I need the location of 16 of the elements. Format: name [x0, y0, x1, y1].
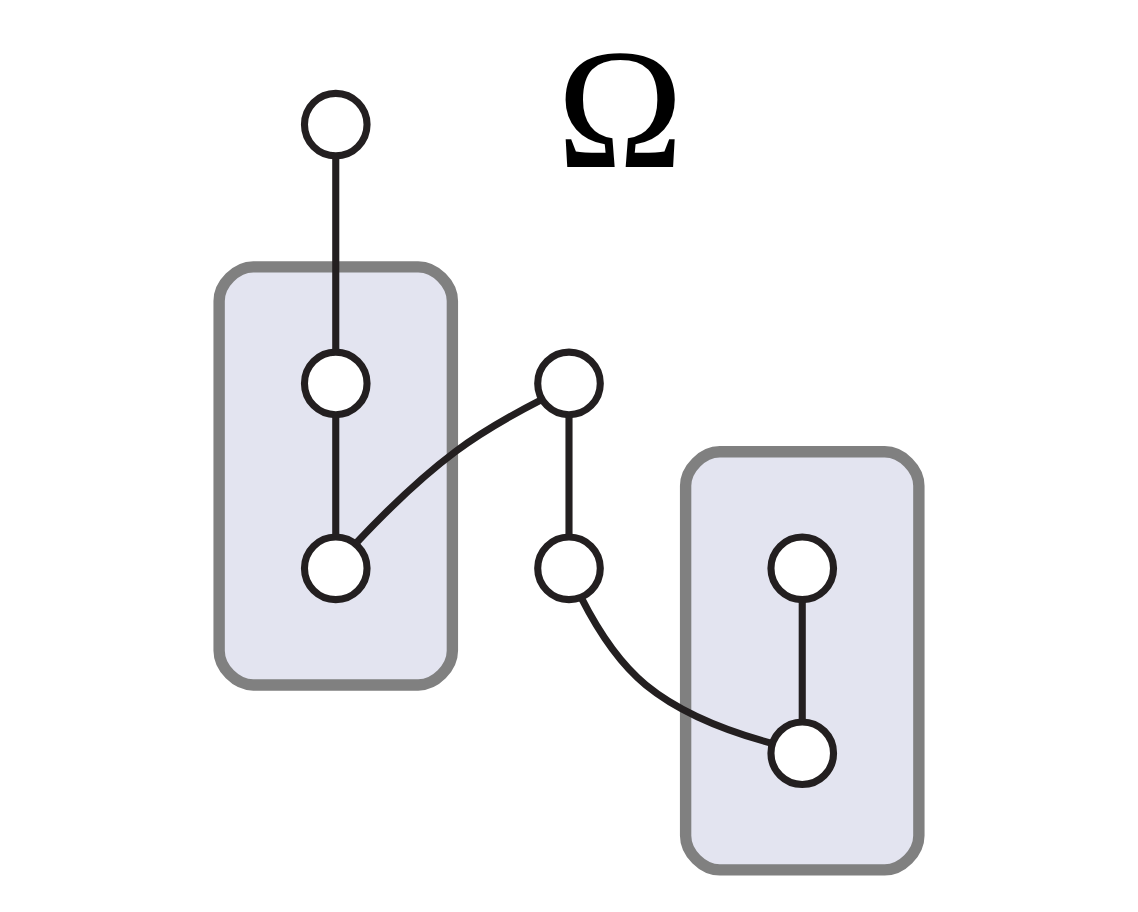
node-circle: [300, 348, 371, 419]
connector: [352, 396, 544, 547]
cluster: [213, 261, 459, 691]
connector: [565, 415, 573, 537]
node-circle: [300, 533, 371, 604]
node-circle: [767, 718, 838, 789]
cluster: [679, 446, 925, 876]
label: Ω: [556, 15, 684, 205]
node-circle: [534, 533, 604, 604]
node-circle: [767, 533, 838, 604]
connector: [332, 156, 340, 352]
node-circle: [534, 348, 604, 419]
node-circle: [300, 89, 371, 160]
connector: [332, 415, 340, 537]
connector: [578, 596, 773, 747]
connector: [798, 600, 806, 722]
